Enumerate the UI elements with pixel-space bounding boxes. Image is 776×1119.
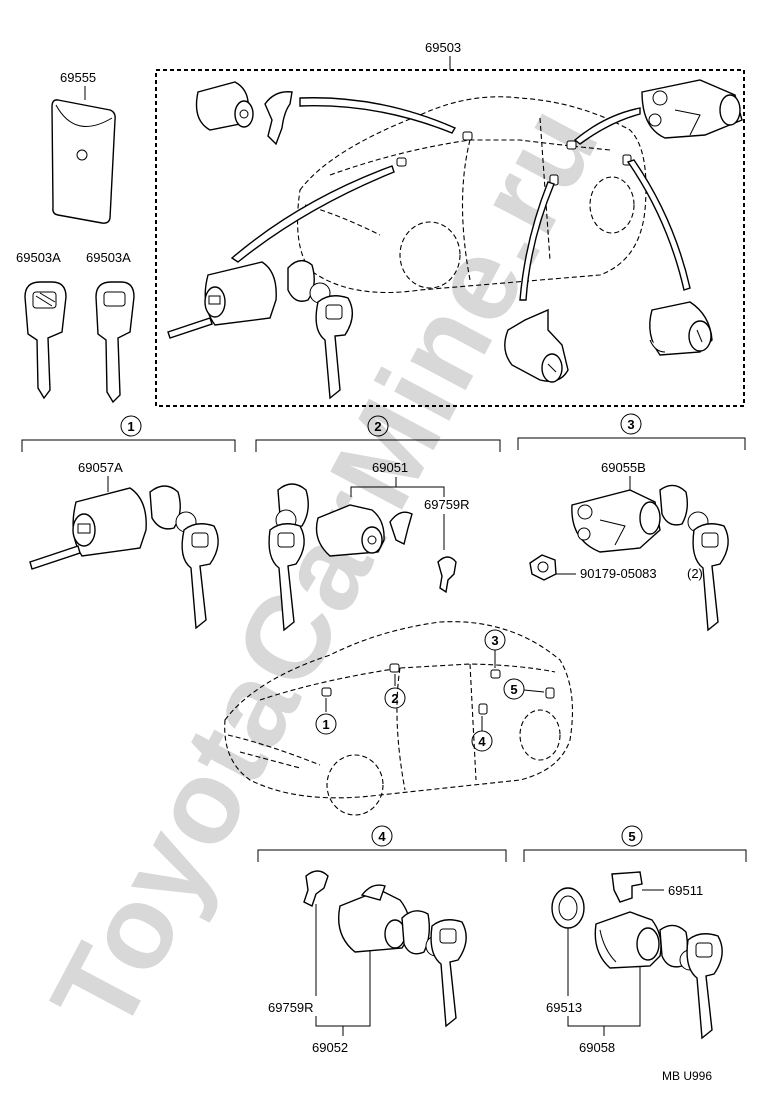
kit-69503-boundary bbox=[155, 69, 745, 407]
callout-69055b: 69055B bbox=[601, 460, 646, 475]
callout-69057a: 69057A bbox=[78, 460, 123, 475]
car-illustration-locator bbox=[224, 621, 574, 816]
svg-text:5: 5 bbox=[510, 682, 517, 697]
callout-69058: 69058 bbox=[579, 1040, 615, 1055]
locator-marker-3: 3 bbox=[484, 629, 506, 651]
svg-text:4: 4 bbox=[478, 734, 486, 749]
svg-text:4: 4 bbox=[378, 829, 386, 844]
ignition-cylinder-69057a bbox=[29, 485, 219, 630]
callout-69511: 69511 bbox=[668, 883, 703, 898]
kit-door-cylinder-right bbox=[504, 308, 569, 383]
group-3-marker: 3 bbox=[517, 413, 746, 450]
svg-text:2: 2 bbox=[374, 419, 381, 434]
locator-marker-2: 2 bbox=[384, 687, 406, 709]
door-cylinder-69052 bbox=[337, 884, 467, 1028]
kit-hatch-cylinder bbox=[649, 301, 713, 356]
door-cylinder-69051 bbox=[268, 483, 413, 632]
callout-69513: 69513 bbox=[546, 1000, 582, 1015]
callout-69759r-bottom: 69759R bbox=[268, 1000, 314, 1015]
svg-text:1: 1 bbox=[127, 419, 134, 434]
retainer-69511 bbox=[611, 871, 643, 903]
kit-ignition-cylinder bbox=[167, 260, 353, 400]
callout-69503: 69503 bbox=[425, 40, 461, 55]
callout-90179-qty: (2) bbox=[687, 566, 703, 581]
locator-marker-1: 1 bbox=[315, 713, 337, 735]
group-4-marker: 4 bbox=[257, 825, 507, 862]
svg-text:2: 2 bbox=[391, 691, 398, 706]
svg-text:1: 1 bbox=[322, 717, 329, 732]
callout-69051: 69051 bbox=[372, 460, 408, 475]
hatch-cylinder-69055b bbox=[571, 484, 729, 632]
locator-marker-4: 4 bbox=[471, 730, 493, 752]
retainer-clip-69759r-top bbox=[437, 556, 457, 594]
kit-trunk-cylinder bbox=[641, 79, 743, 139]
callout-69052: 69052 bbox=[312, 1040, 348, 1055]
key-blank-69503a-1 bbox=[24, 281, 67, 400]
group-2-marker: 2 bbox=[255, 415, 501, 452]
callout-69503a-2: 69503A bbox=[86, 250, 131, 265]
group-1-marker: 1 bbox=[21, 415, 236, 452]
key-card-69555 bbox=[51, 99, 116, 224]
retainer-clip-69759r-bottom bbox=[303, 870, 329, 907]
washer-69513 bbox=[551, 887, 585, 929]
kit-door-cylinder-left bbox=[195, 81, 293, 146]
group-5-marker: 5 bbox=[523, 825, 747, 862]
svg-text:3: 3 bbox=[627, 417, 634, 432]
callout-69503a-1: 69503A bbox=[16, 250, 61, 265]
callout-90179-05083: 90179-05083 bbox=[580, 566, 657, 581]
hatch-cylinder-69058 bbox=[594, 911, 723, 1040]
nut-90179 bbox=[529, 554, 557, 581]
locator-marker-5: 5 bbox=[503, 678, 525, 700]
callout-69759r-top: 69759R bbox=[424, 497, 470, 512]
key-blank-69503a-2 bbox=[95, 281, 135, 404]
diagram-code: MB U996 bbox=[662, 1069, 712, 1083]
svg-text:5: 5 bbox=[628, 829, 635, 844]
svg-text:3: 3 bbox=[491, 633, 498, 648]
callout-69555: 69555 bbox=[60, 70, 96, 85]
